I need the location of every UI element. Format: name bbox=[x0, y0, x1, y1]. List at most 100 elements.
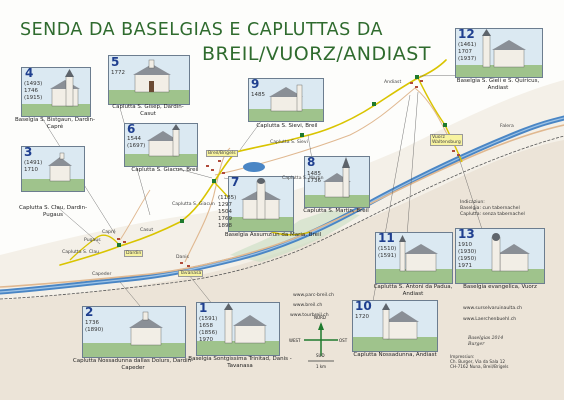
place-waltensburg: Vuorz Waltensburg bbox=[430, 134, 463, 146]
site-dates: (1461) 1707 (1937) bbox=[458, 42, 477, 62]
road-to-dardin bbox=[119, 189, 151, 241]
church-panel-6 bbox=[124, 123, 198, 167]
site-caption: Caplutta S. Sievi, Breil bbox=[256, 123, 318, 129]
site-number: 4 bbox=[25, 66, 34, 80]
place-caplutta-s-martin: Caplutta S. Martin bbox=[282, 176, 324, 181]
site-caption: Caplutta S. Antoni da Padua, Andiast bbox=[373, 284, 453, 297]
church-illustration-4 bbox=[22, 69, 90, 116]
site-caption: Caplutta S. Giacun, Breil bbox=[131, 167, 199, 173]
church-illustration-6 bbox=[125, 124, 197, 166]
website-breil[interactable]: www.breil.ch bbox=[293, 303, 323, 308]
church-panel-5 bbox=[108, 55, 190, 105]
church-panel-1 bbox=[196, 302, 280, 356]
site-number: 9 bbox=[251, 77, 260, 91]
site-dates: (1591) 1658 (1856) 1970 bbox=[199, 316, 218, 343]
place-capeder: Capeder bbox=[92, 272, 112, 277]
site-dates: 1772 bbox=[111, 70, 125, 76]
legend-baselgia: Baselgia: cun tabernachel bbox=[460, 206, 520, 211]
site-number: 12 bbox=[458, 27, 475, 41]
artist-signature: Baselgias 2014 Burger bbox=[468, 336, 504, 347]
site-number: 3 bbox=[24, 145, 33, 159]
site-caption: Caplutta S. Martin, Breil bbox=[303, 208, 369, 214]
church-panel-12 bbox=[455, 28, 543, 78]
place-danis: Danis bbox=[176, 255, 189, 260]
site-dates: 1736 (1890) bbox=[85, 320, 104, 333]
route-branch-west bbox=[69, 234, 121, 261]
map-title-line2: BREIL/VUORZ/ANDIAST bbox=[202, 43, 431, 65]
site-dates: 1544 (1697) bbox=[127, 136, 146, 149]
church-panel-2 bbox=[82, 306, 186, 358]
site-dates: (1493) 1746 (1915) bbox=[24, 81, 43, 101]
site-number: 7 bbox=[231, 175, 240, 189]
village-clusters bbox=[117, 80, 460, 267]
place-capre: Capré bbox=[102, 230, 116, 235]
website-parc-breil[interactable]: www.parc-breil.ch bbox=[293, 293, 334, 298]
website-laerchenbuehl[interactable]: www.Laerchenbuehl.ch bbox=[463, 317, 517, 322]
place-breil: Breil/Brigels bbox=[206, 150, 238, 157]
site-dates: 1720 bbox=[355, 314, 369, 320]
place-pugaus: Pugaus bbox=[84, 238, 101, 243]
church-panel-11 bbox=[375, 232, 453, 284]
legend-title: Indicaziun: bbox=[460, 200, 485, 205]
church-panel-3 bbox=[21, 146, 85, 192]
legend-caplutta: Caplutta: senza tabernachel bbox=[460, 212, 525, 217]
church-panel-9 bbox=[248, 78, 324, 122]
site-number: 6 bbox=[127, 122, 136, 136]
site-caption: Caplutta Nossadunna dallas Dolurs, Dardi… bbox=[72, 358, 194, 371]
church-illustration-8 bbox=[305, 157, 369, 207]
website-tourbreil[interactable]: www.tourbreil.ch bbox=[290, 313, 329, 318]
site-caption: Caplutta Nossadunna, Andiast bbox=[353, 352, 437, 358]
place-tavanasa: Tavanasa bbox=[178, 270, 204, 277]
place-caplutta-s-giacun: Caplutta S. Giacun bbox=[172, 202, 215, 207]
legend: Indicaziun: Baselgia: cun tabernachel Ca… bbox=[460, 200, 525, 218]
church-illustration-9 bbox=[249, 84, 323, 121]
site-number: 11 bbox=[378, 231, 395, 245]
site-number: 8 bbox=[307, 155, 316, 169]
site-number: 2 bbox=[85, 305, 94, 319]
site-caption: Caplutta S. Gisep, Dardin-Casut bbox=[112, 104, 184, 117]
site-caption: Baselgia S. Gieli e S. Quiricus, Andiast bbox=[456, 78, 540, 91]
church-panel-4 bbox=[21, 67, 91, 117]
church-illustration-11 bbox=[376, 235, 452, 283]
place-caplutta-s-sievi: Caplutta S. Sievi bbox=[270, 140, 308, 145]
river-highlight bbox=[0, 117, 564, 293]
place-casut: Casut bbox=[140, 228, 154, 233]
place-falera: Falera bbox=[500, 124, 514, 129]
site-number: 1 bbox=[199, 301, 208, 315]
website-surselva[interactable]: www.surselvaruinaulta.ch bbox=[463, 306, 523, 311]
lag-da-breil bbox=[243, 162, 265, 172]
scale-label: 1 km bbox=[316, 364, 327, 369]
site-caption: Baselgia S. Bistgaun, Dardin-Capré bbox=[15, 117, 95, 130]
site-dates: (1185) 1297 1504 1769 1898 bbox=[218, 195, 237, 229]
church-panel-13 bbox=[455, 228, 545, 284]
site-caption: Baselgia evangelica, Vuorz bbox=[463, 284, 537, 290]
publisher-info: Impressiun: Ch. Burger, Via da Sala 12 C… bbox=[450, 354, 509, 370]
site-dates: 1485 1736 bbox=[307, 171, 321, 184]
church-illustration-7 bbox=[229, 178, 293, 231]
main-road bbox=[0, 124, 564, 288]
site-dates: (1510) (1591) bbox=[378, 246, 397, 259]
site-dates: (1491) 1710 bbox=[24, 160, 43, 173]
railway-line bbox=[0, 135, 564, 300]
church-panel-8 bbox=[304, 156, 370, 208]
place-andiast: Andiast bbox=[384, 80, 402, 85]
compass-north: NORD bbox=[314, 315, 326, 320]
place-dardin: Dardin bbox=[124, 250, 144, 257]
site-caption: Caplutta S. Clau, Dardin-Pugaus bbox=[18, 205, 88, 218]
compass-south: SUD bbox=[316, 353, 325, 358]
church-illustration-1 bbox=[197, 303, 279, 355]
church-illustration-10 bbox=[353, 303, 437, 351]
church-illustration-5 bbox=[109, 59, 189, 104]
site-number: 13 bbox=[458, 227, 475, 241]
church-illustration-13 bbox=[456, 233, 544, 283]
compass-west: WEST bbox=[289, 338, 301, 343]
map-title-line1: SENDA DA BASELGIAS E CAPLUTTAS DA bbox=[20, 20, 383, 40]
site-caption: Baselgia Assumziun da Maria, Breil bbox=[224, 232, 322, 238]
site-dates: 1485 bbox=[251, 92, 265, 98]
site-caption: Baselgia Sontgissima Trinitad, Danis - T… bbox=[188, 356, 292, 369]
site-dates: 1910 (1930) (1950) 1971 bbox=[458, 242, 477, 269]
church-illustration-2 bbox=[83, 311, 185, 357]
site-number: 10 bbox=[355, 299, 372, 313]
church-illustration-3 bbox=[22, 152, 84, 191]
